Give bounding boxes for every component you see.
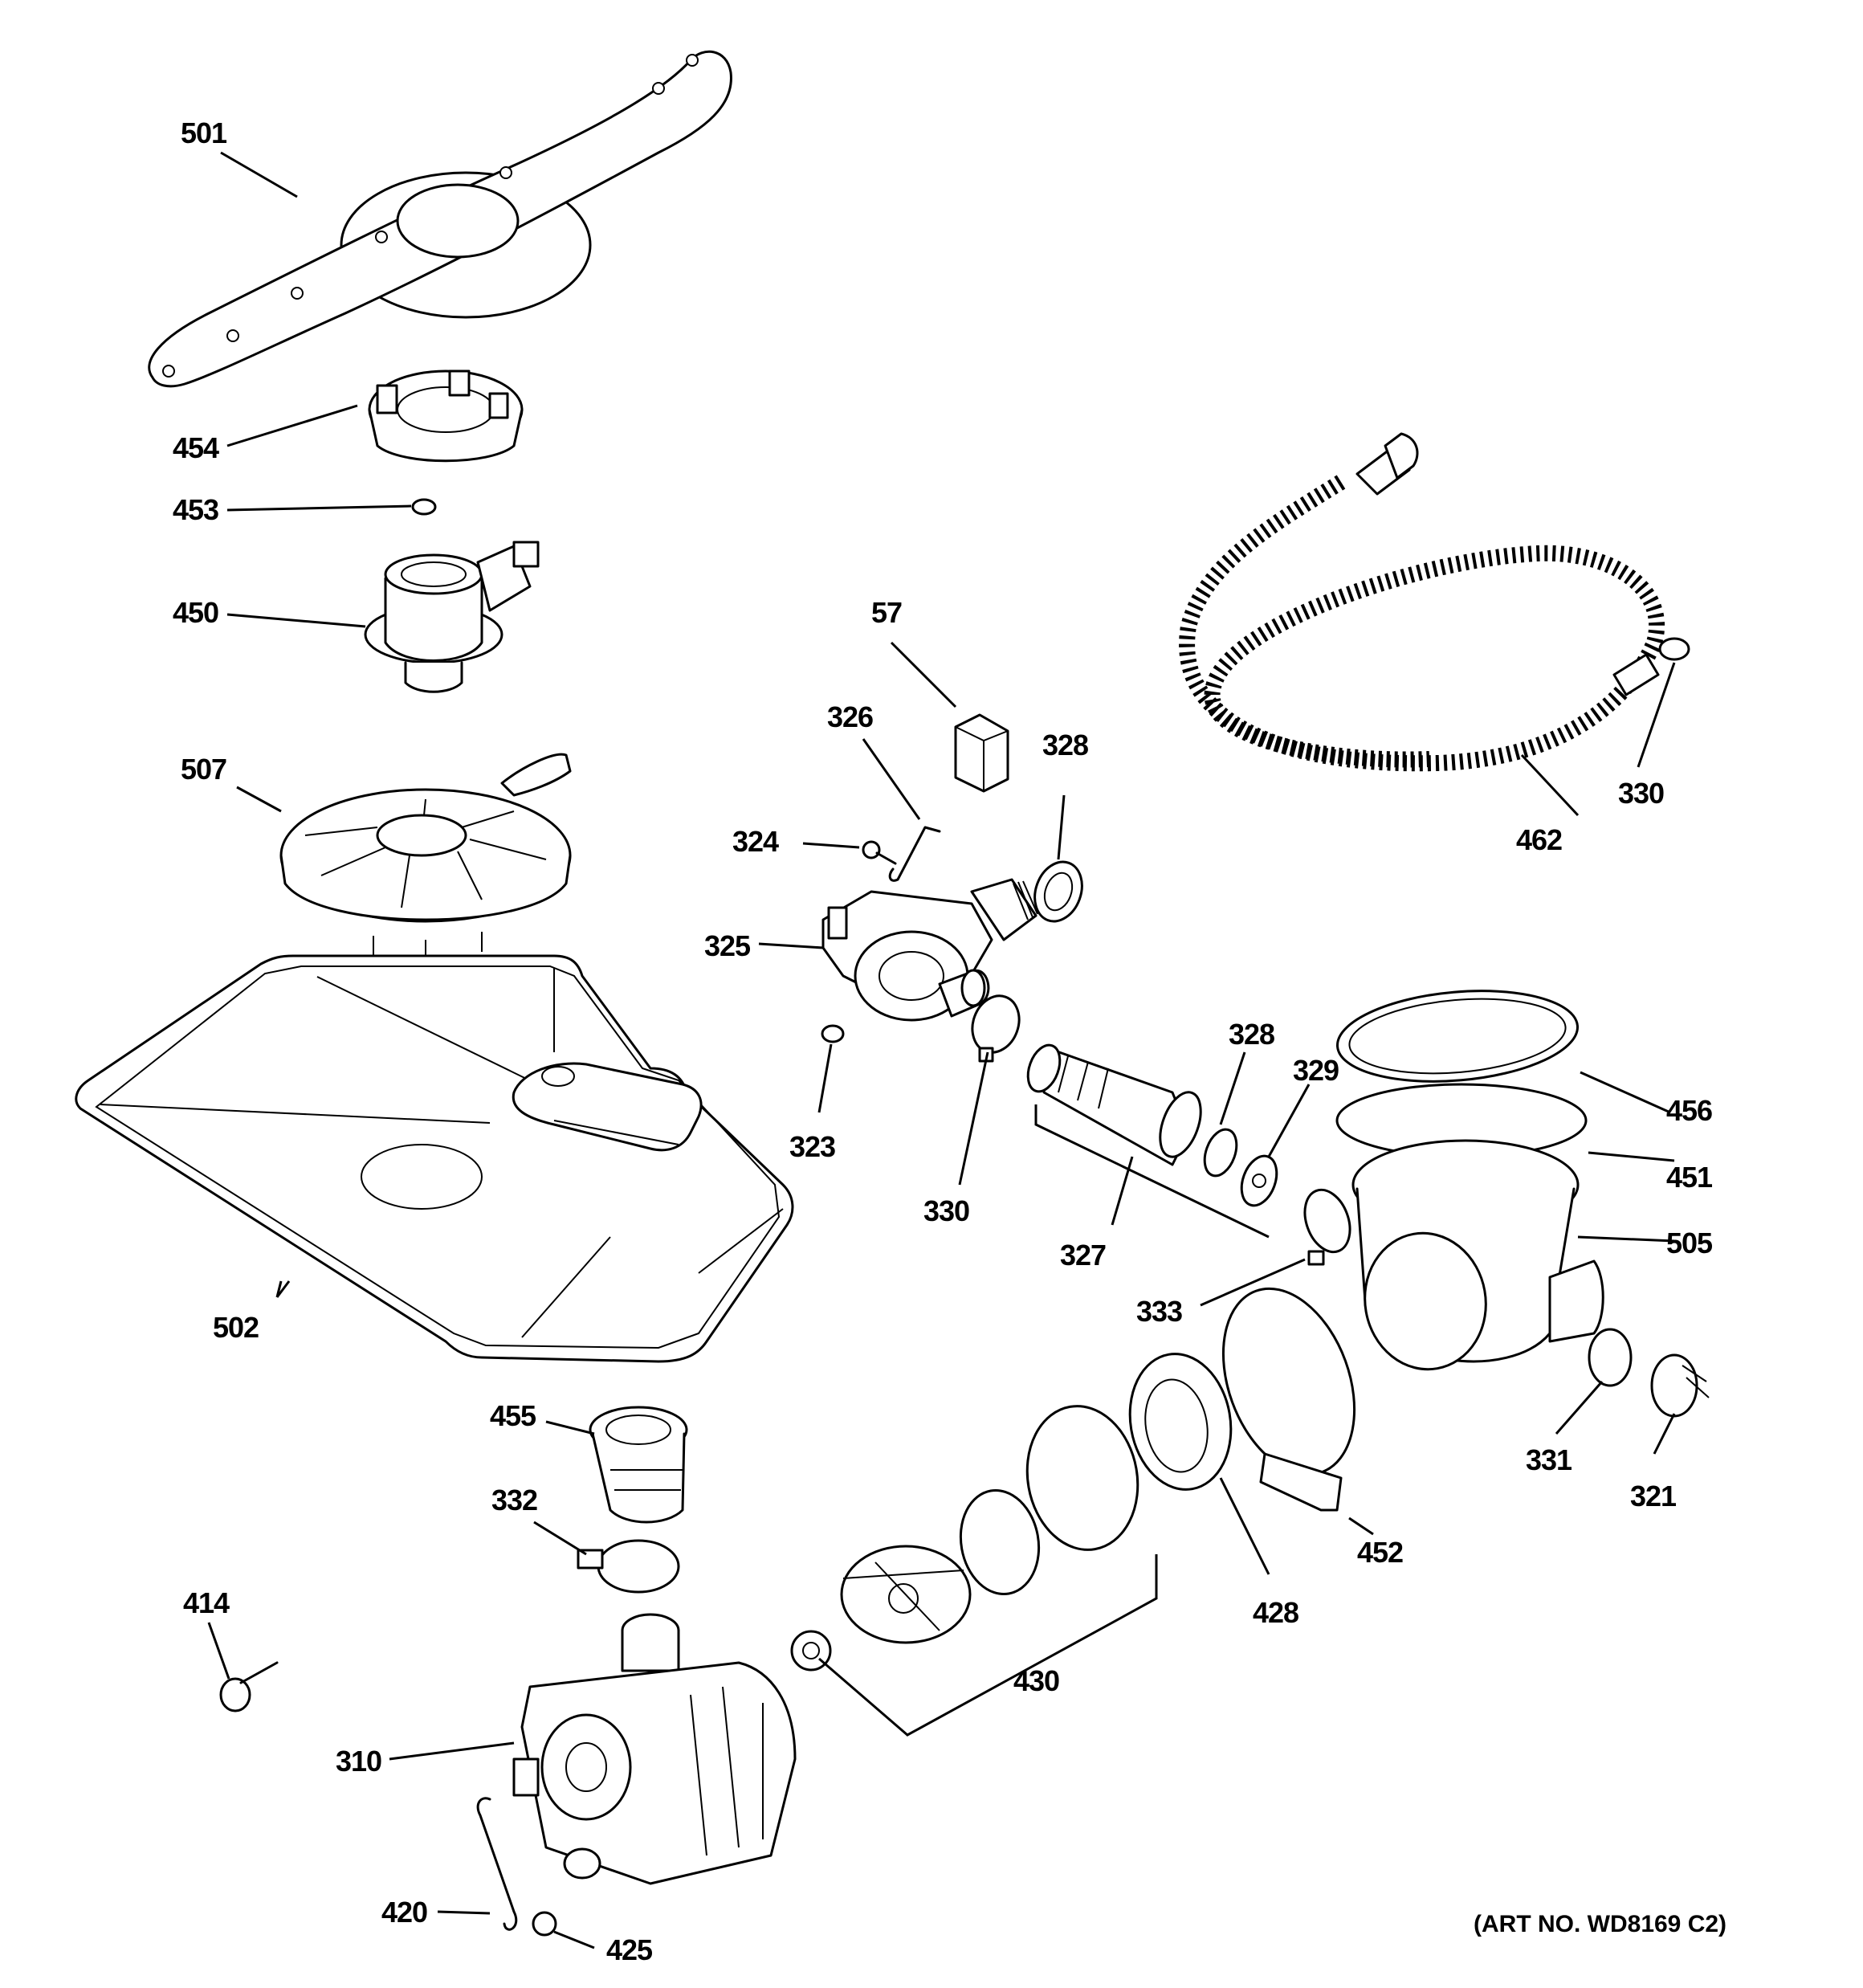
label-323: 323 <box>789 1130 835 1163</box>
part-57-component-box <box>954 713 1009 793</box>
label-329: 329 <box>1293 1054 1339 1087</box>
part-332-hose-clamp <box>577 1539 680 1594</box>
part-455-pump-boot <box>589 1406 688 1524</box>
label-310: 310 <box>336 1745 381 1778</box>
label-414: 414 <box>183 1586 230 1619</box>
label-327: 327 <box>1060 1239 1106 1272</box>
label-330-upper: 330 <box>1618 777 1664 810</box>
part-325-drain-pump <box>821 878 1038 1022</box>
label-57: 57 <box>871 596 902 629</box>
label-420: 420 <box>381 1896 427 1929</box>
label-326: 326 <box>827 700 873 733</box>
label-330-middle: 330 <box>923 1194 969 1227</box>
label-451: 451 <box>1666 1161 1713 1194</box>
label-450: 450 <box>173 596 218 629</box>
label-428: 428 <box>1253 1596 1298 1629</box>
part-324-screw <box>862 840 897 865</box>
part-456-gasket <box>1335 990 1580 1083</box>
part-310-pump-motor <box>512 1613 797 1885</box>
part-462-drain-hose <box>1179 432 1665 772</box>
part-329-check-valve <box>1240 1154 1278 1207</box>
label-456: 456 <box>1666 1094 1712 1127</box>
label-332: 332 <box>491 1484 537 1517</box>
part-326-wire-link <box>888 826 941 882</box>
part-502-sump-cover <box>75 954 794 1363</box>
part-425-nut <box>532 1911 557 1937</box>
part-428-seal <box>1128 1353 1233 1491</box>
label-505: 505 <box>1666 1227 1713 1259</box>
label-454: 454 <box>173 431 219 464</box>
label-333: 333 <box>1136 1295 1182 1328</box>
part-323-grommet <box>821 1024 845 1043</box>
label-325: 325 <box>704 929 751 962</box>
part-420-wire <box>476 1797 518 1931</box>
part-501-lower-spray-arm <box>148 50 732 388</box>
part-450-spray-manifold <box>364 541 540 693</box>
part-labels: 501 454 453 450 507 502 57 326 328 324 3… <box>173 116 1726 1966</box>
label-502: 502 <box>213 1311 259 1344</box>
label-455: 455 <box>490 1399 536 1432</box>
label-430: 430 <box>1013 1664 1059 1697</box>
label-328-lower: 328 <box>1229 1018 1274 1051</box>
part-414-screw <box>219 1661 279 1712</box>
leader-lines <box>207 151 1676 1949</box>
part-321-turbidity-sensor <box>1650 1353 1710 1418</box>
part-330-hose-clamp-drain <box>1658 637 1690 661</box>
part-430-impeller-assembly <box>790 1405 1139 1672</box>
label-425: 425 <box>606 1933 653 1966</box>
label-321: 321 <box>1630 1480 1677 1512</box>
label-507: 507 <box>181 753 226 786</box>
part-328-gasket-lower <box>1203 1128 1238 1178</box>
part-333-hose-clamp <box>1303 1188 1351 1266</box>
label-452: 452 <box>1357 1536 1403 1569</box>
label-324: 324 <box>732 825 779 858</box>
part-454-spray-arm-hub <box>368 369 524 463</box>
label-462: 462 <box>1516 823 1562 856</box>
part-327-pump-hose <box>1026 1043 1202 1166</box>
part-453-o-ring <box>411 498 437 516</box>
part-505-sump <box>1351 1139 1604 1371</box>
part-331-hose-clamp <box>1588 1328 1633 1387</box>
label-501: 501 <box>181 116 227 149</box>
art-number: (ART NO. WD8169 C2) <box>1474 1911 1726 1937</box>
part-328-gasket-upper <box>1033 860 1083 923</box>
label-453: 453 <box>173 493 218 526</box>
part-452-band-clamp <box>1221 1287 1356 1512</box>
label-331: 331 <box>1526 1443 1572 1476</box>
label-328-upper: 328 <box>1042 729 1088 761</box>
part-330-hose-clamp-pump <box>971 994 1021 1063</box>
part-507-filter-assembly <box>279 753 572 956</box>
